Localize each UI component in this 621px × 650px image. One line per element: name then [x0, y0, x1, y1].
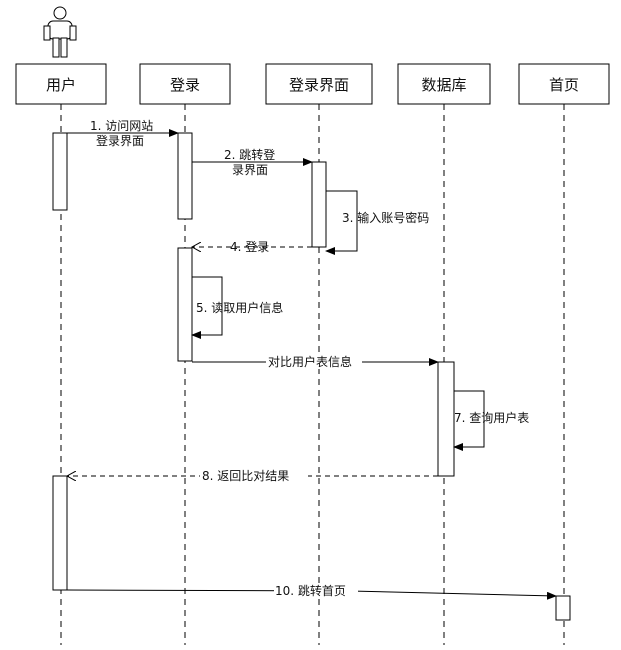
message-3: 3. 输入账号密码	[325, 190, 429, 255]
message-2: 2. 跳转登 录界面	[192, 147, 313, 177]
activation-bar-user-1	[52, 132, 68, 211]
participant-label-db: 数据库	[421, 76, 466, 94]
message-5: 5. 读取用户信息	[191, 276, 283, 339]
message-6: 对比用户表信息	[192, 354, 439, 369]
message-1-label-line-1: 1. 访问网站	[90, 119, 153, 133]
activation-bar-user-2	[52, 475, 68, 591]
message-1: 1. 访问网站 登录界面	[67, 119, 179, 148]
message-7-label: 7. 查询用户表	[454, 410, 529, 425]
activation-bar-login-1	[177, 132, 193, 220]
message-10: 10. 跳转首页	[66, 583, 557, 600]
activation-bar-login-2	[177, 247, 193, 362]
message-3-label: 3. 输入账号密码	[342, 210, 429, 225]
message-7-arrow	[453, 390, 485, 451]
activation-bar-db	[437, 361, 455, 477]
message-8: 8. 返回比对结果	[67, 468, 438, 483]
message-4: 4. 登录	[192, 239, 312, 254]
activation-bar-home	[555, 595, 571, 621]
message-2-label-line-1: 2. 跳转登	[224, 147, 275, 162]
message-6-label: 对比用户表信息	[268, 354, 352, 369]
participant-label-login: 登录	[170, 76, 200, 94]
participant-user: 用户	[15, 63, 107, 105]
participant-login: 登录	[139, 63, 231, 105]
actor-icon	[43, 6, 77, 58]
message-1-label-line-2: 登录界面	[96, 133, 144, 148]
participant-label-user: 用户	[46, 76, 76, 94]
participant-db: 数据库	[397, 63, 491, 105]
participant-home: 首页	[518, 63, 610, 105]
message-5-arrow	[191, 276, 223, 339]
activation-bar-login-ui	[311, 161, 327, 248]
message-3-arrow	[325, 190, 358, 255]
message-10-label: 10. 跳转首页	[275, 583, 346, 598]
participant-label-home: 首页	[549, 76, 579, 94]
participant-login-ui: 登录界面	[265, 63, 373, 105]
message-5-label: 5. 读取用户信息	[196, 300, 283, 315]
message-4-label: 4. 登录	[230, 239, 269, 254]
message-7: 7. 查询用户表	[453, 390, 529, 451]
participant-label-login-ui: 登录界面	[289, 76, 349, 94]
message-2-label-line-2: 录界面	[232, 163, 268, 177]
message-8-label: 8. 返回比对结果	[202, 469, 289, 483]
